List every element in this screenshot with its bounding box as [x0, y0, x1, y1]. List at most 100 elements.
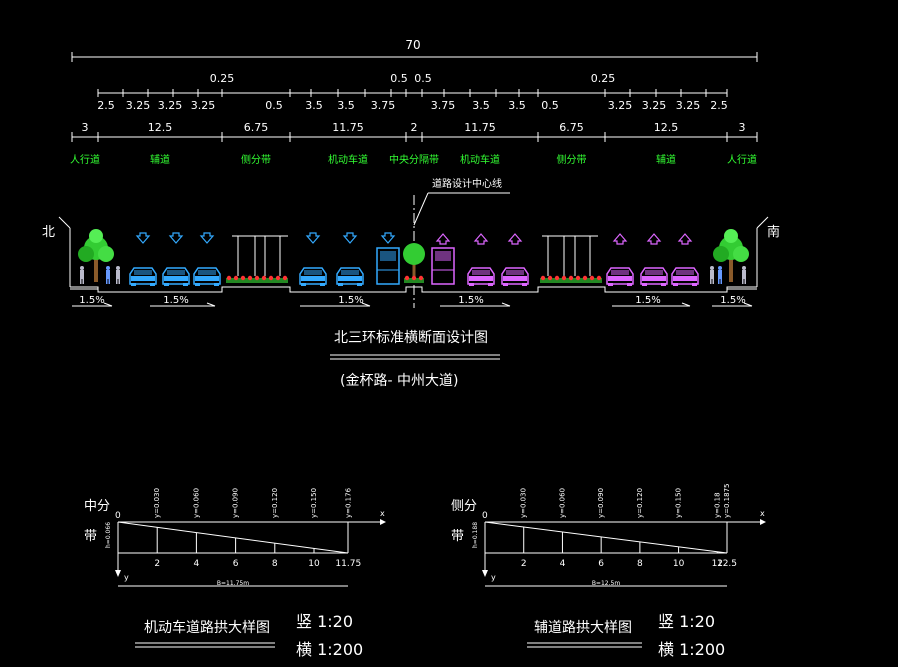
- x-tick-label: 12: [712, 559, 723, 569]
- pedestrian-icon: [106, 266, 110, 284]
- light-pole-icon: [232, 235, 288, 276]
- small-offset-dimensions: 0.25 0.5 0.5 0.25: [210, 72, 616, 85]
- lane-dim-text: 3.25: [608, 99, 633, 112]
- scale-horizontal: 横 1:200: [658, 640, 725, 659]
- zone-dim-text: 12.5: [654, 121, 679, 134]
- direction-arrows: [135, 232, 693, 245]
- x-tick-label: 10: [308, 559, 320, 569]
- offset-dim-c: 0.5: [414, 72, 432, 85]
- x-tick-label: 6: [233, 559, 239, 569]
- tree-icon: [403, 243, 425, 282]
- lane-dim-text: 0.5: [265, 99, 283, 112]
- lane-dim-text: 3.75: [431, 99, 456, 112]
- north-marker: 北: [42, 216, 71, 287]
- slope-text: 1.5%: [338, 295, 363, 306]
- pedestrian-icon: [710, 266, 714, 284]
- zone-dim-text: 6.75: [244, 121, 269, 134]
- lane-dim-text: 3.25: [126, 99, 151, 112]
- side-label-2: 带: [451, 529, 464, 544]
- width-label: B=12.5m: [592, 580, 621, 587]
- lane-dim-text: 2.5: [97, 99, 115, 112]
- zone-name-text: 中央分隔带: [389, 153, 439, 166]
- south-marker: 南: [756, 216, 780, 287]
- y-value-label: y=0.1875: [723, 483, 731, 518]
- arrow-down-icon: [305, 232, 321, 244]
- x-tick-label: 2: [154, 559, 160, 569]
- road-surface: [70, 286, 757, 293]
- north-label: 北: [42, 225, 55, 240]
- pedestrian-icon: [718, 266, 722, 284]
- y-value-label: y=0.060: [558, 488, 566, 518]
- arrow-down-icon: [380, 232, 396, 244]
- y-axis-label: y: [124, 573, 129, 582]
- x-tick-label: 6: [598, 559, 604, 569]
- y-value-label: y=0.18: [713, 492, 721, 518]
- zone-dim-text: 3: [82, 121, 89, 134]
- total-width-dimension: 70: [71, 38, 758, 62]
- offset-dim-d: 0.25: [591, 72, 616, 85]
- scale-horizontal: 横 1:200: [296, 640, 363, 659]
- detail-title: 机动车道路拱大样图: [144, 619, 270, 636]
- origin-label: 0: [482, 511, 488, 521]
- lane-dim-text: 3.5: [305, 99, 323, 112]
- car-icon: [501, 267, 529, 286]
- x-tick-label: 4: [560, 559, 566, 569]
- centerline-label: 道路设计中心线: [432, 177, 502, 190]
- tree-icon: [78, 229, 114, 282]
- car-icon: [193, 267, 221, 286]
- zone-name-text: 机动车道: [328, 153, 368, 166]
- slope-text: 1.5%: [458, 295, 483, 306]
- detail-title: 辅道路拱大样图: [534, 620, 632, 636]
- car-icon: [640, 267, 668, 286]
- south-label: 南: [767, 224, 780, 240]
- zone-name-text: 侧分带: [241, 153, 271, 166]
- zone-dim-text: 11.75: [464, 121, 496, 134]
- lane-dim-text: 3.25: [158, 99, 183, 112]
- slope-labels: 1.5%1.5%1.5%1.5%1.5%1.5%: [72, 295, 753, 307]
- x-axis-label: x: [380, 509, 385, 518]
- pedestrian-icons: [80, 266, 746, 284]
- zone-name-text: 机动车道: [460, 153, 500, 166]
- lane-dim-text: 3.25: [642, 99, 667, 112]
- scale-vertical: 竖 1:20: [296, 612, 353, 631]
- y-value-label: y=0.060: [192, 488, 200, 518]
- y-value-label: y=0.090: [232, 488, 240, 518]
- y-value-label: y=0.090: [597, 488, 605, 518]
- zone-dim-text: 12.5: [148, 121, 173, 134]
- arrow-down-icon: [199, 232, 215, 244]
- x-axis-label: x: [760, 509, 765, 518]
- x-tick-label: 4: [194, 559, 200, 569]
- bus-icon: [376, 247, 400, 285]
- x-tick-label: 10: [673, 559, 685, 569]
- slope-text: 1.5%: [635, 295, 660, 306]
- arrow-up-icon: [677, 233, 693, 245]
- y-axis-label: y: [491, 573, 496, 582]
- x-tick-label: 12.5: [717, 559, 737, 569]
- pedestrian-icon: [80, 266, 84, 284]
- depth-label: h=0.066: [105, 522, 112, 548]
- lane-dim-text: 0.5: [541, 99, 559, 112]
- slope-text: 1.5%: [163, 295, 188, 306]
- total-width-text: 70: [405, 38, 420, 52]
- zone-dim-text: 2: [411, 121, 418, 134]
- zone-dim-text: 11.75: [332, 121, 364, 134]
- origin-label: 0: [115, 511, 121, 521]
- section-title: 北三环标准横断面设计图: [334, 330, 488, 346]
- y-value-label: y=0.120: [636, 488, 644, 518]
- arrow-down-icon: [168, 232, 184, 244]
- zone-name-text: 辅道: [656, 153, 676, 166]
- car-icon: [336, 267, 364, 286]
- slope-text: 1.5%: [720, 295, 745, 306]
- x-tick-label: 8: [272, 559, 278, 569]
- arrow-down-icon: [342, 232, 358, 244]
- light-pole-icon: [542, 235, 598, 276]
- y-value-label: y=0.030: [153, 488, 161, 518]
- lane-dim-text: 3.75: [371, 99, 396, 112]
- car-icon: [606, 267, 634, 286]
- car-icon: [671, 267, 699, 286]
